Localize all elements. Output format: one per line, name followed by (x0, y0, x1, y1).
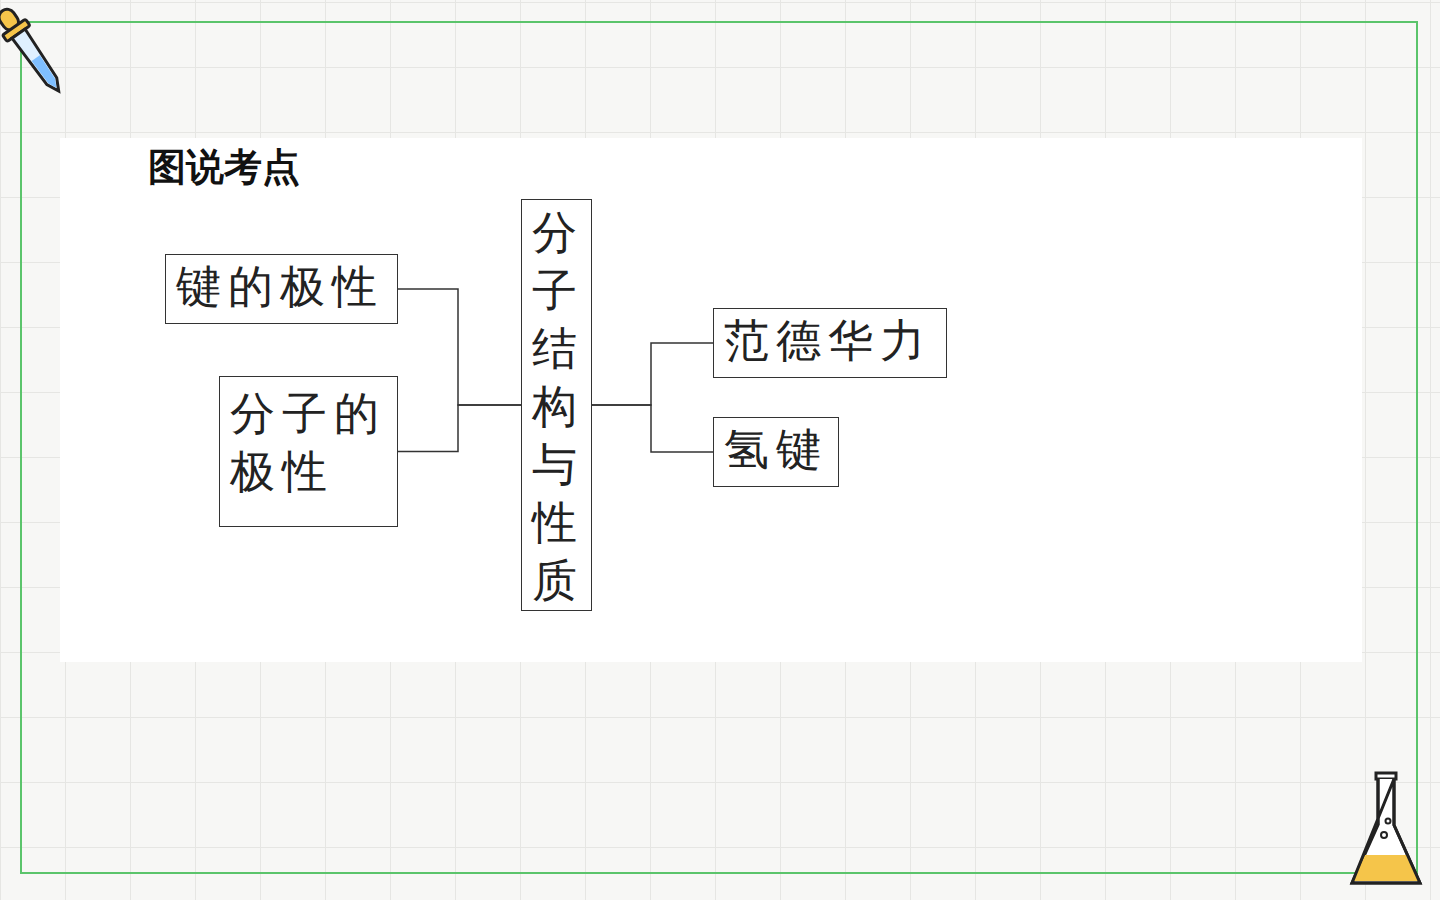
bracket-connector (592, 343, 713, 405)
box-label: 范德华力 (724, 312, 946, 370)
box-label: 分子的极性 (230, 385, 397, 501)
box-label: 氢键 (724, 421, 838, 479)
topic-box: 氢键 (713, 417, 839, 487)
topic-box: 范德华力 (713, 308, 947, 378)
diagram-title: 图说考点 (148, 142, 300, 193)
box-label: 键的极性 (176, 258, 397, 316)
bracket-connector (592, 405, 713, 452)
dropper-icon (0, 0, 80, 110)
topic-box: 分子结构与性质 (521, 199, 592, 611)
topic-box: 键的极性 (165, 254, 398, 324)
box-label: 分子结构与性质 (532, 204, 591, 610)
topic-box: 分子的极性 (219, 376, 398, 527)
bracket-connector (398, 405, 521, 452)
flask-icon (1340, 765, 1430, 890)
bracket-connector (398, 289, 521, 405)
